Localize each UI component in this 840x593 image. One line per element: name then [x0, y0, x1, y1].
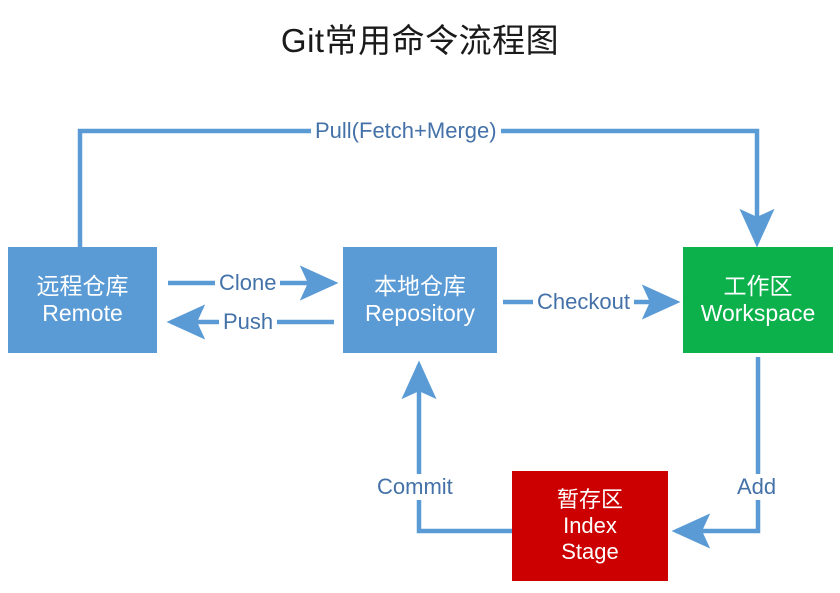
- node-repository-line-1: Repository: [365, 300, 475, 326]
- edge-label-checkout: Checkout: [533, 289, 634, 315]
- node-remote-line-0: 远程仓库: [36, 272, 129, 299]
- node-workspace-line-0: 工作区: [723, 272, 793, 299]
- edge-label-pull: Pull(Fetch+Merge): [311, 118, 501, 144]
- edge-pull: [77, 128, 775, 248]
- node-index-line-1: Index: [563, 513, 617, 539]
- node-index[interactable]: 暂存区 Index Stage: [512, 471, 668, 581]
- node-remote-line-1: Remote: [42, 300, 123, 326]
- node-workspace-line-1: Workspace: [700, 300, 816, 326]
- edge-add: [671, 357, 761, 549]
- edge-label-push: Push: [219, 309, 278, 335]
- node-workspace[interactable]: 工作区 Workspace: [683, 247, 833, 353]
- node-remote[interactable]: 远程仓库 Remote: [8, 247, 157, 353]
- edge-commit: [401, 360, 512, 534]
- node-index-line-0: 暂存区: [556, 487, 623, 513]
- node-repository-line-0: 本地仓库: [374, 272, 466, 299]
- edge-label-add: Add: [733, 474, 781, 500]
- edge-label-commit: Commit: [373, 474, 457, 500]
- node-repository[interactable]: 本地仓库 Repository: [343, 247, 497, 353]
- node-index-line-2: Stage: [561, 538, 619, 564]
- edge-label-clone: Clone: [215, 270, 281, 296]
- page-title: Git常用命令流程图: [280, 22, 560, 59]
